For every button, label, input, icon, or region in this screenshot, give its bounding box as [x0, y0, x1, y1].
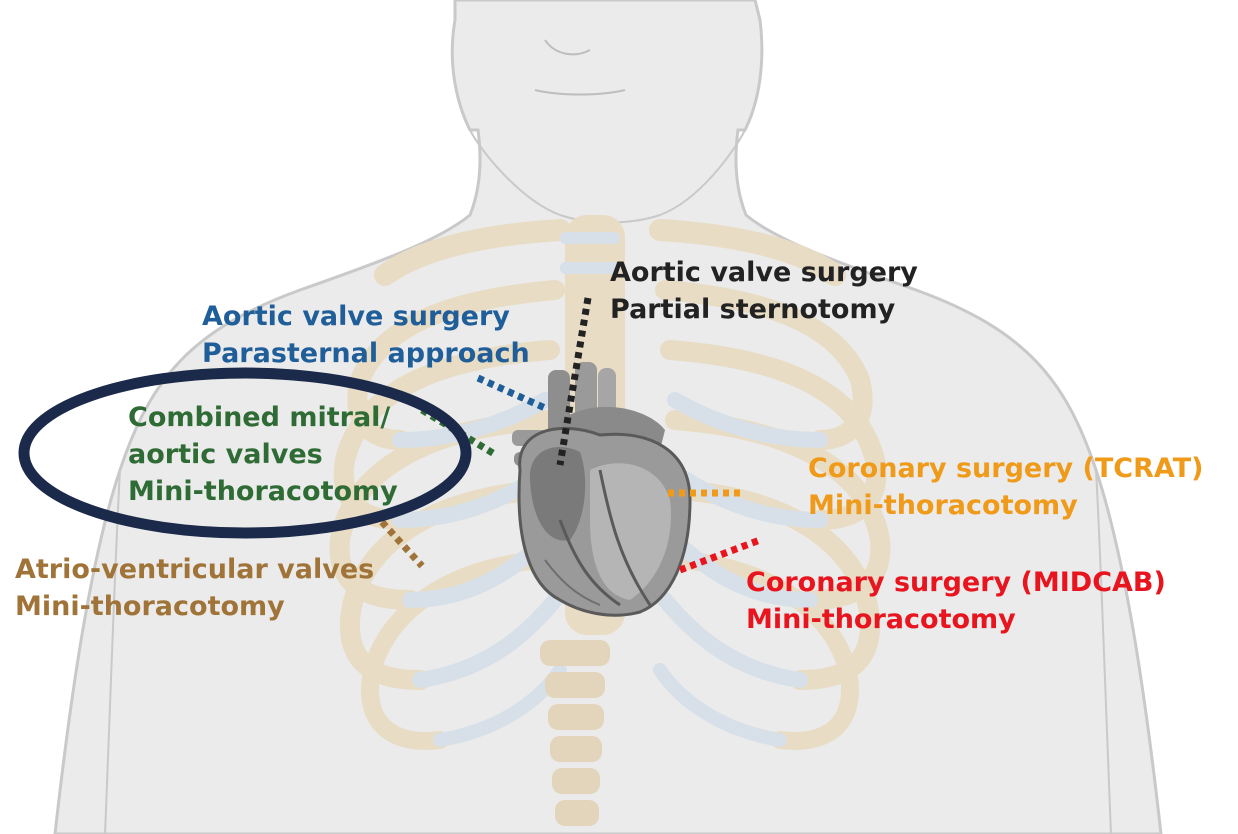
- label-coronary-tcrat: Coronary surgery (TCRAT) Mini-thoracotom…: [808, 450, 1203, 524]
- label-aortic-partial-sternotomy: Aortic valve surgery Partial sternotomy: [610, 254, 918, 328]
- label-av-valves: Atrio-ventricular valves Mini-thoracotom…: [15, 551, 374, 625]
- label-line: Partial sternotomy: [610, 291, 918, 328]
- label-line: Mini-thoracotomy: [128, 473, 398, 510]
- label-line: Mini-thoracotomy: [15, 588, 374, 625]
- label-aortic-parasternal: Aortic valve surgery Parasternal approac…: [202, 298, 530, 372]
- label-line: Coronary surgery (TCRAT): [808, 450, 1203, 487]
- label-line: Parasternal approach: [202, 335, 530, 372]
- label-coronary-midcab: Coronary surgery (MIDCAB) Mini-thoracoto…: [746, 564, 1166, 638]
- label-combined-mitral-aortic: Combined mitral/ aortic valves Mini-thor…: [128, 399, 398, 510]
- label-line: Mini-thoracotomy: [746, 601, 1166, 638]
- label-line: Aortic valve surgery: [202, 298, 530, 335]
- label-line: Mini-thoracotomy: [808, 487, 1203, 524]
- label-line: Combined mitral/: [128, 399, 398, 436]
- label-line: aortic valves: [128, 436, 398, 473]
- label-line: Atrio-ventricular valves: [15, 551, 374, 588]
- label-line: Coronary surgery (MIDCAB): [746, 564, 1166, 601]
- label-line: Aortic valve surgery: [610, 254, 918, 291]
